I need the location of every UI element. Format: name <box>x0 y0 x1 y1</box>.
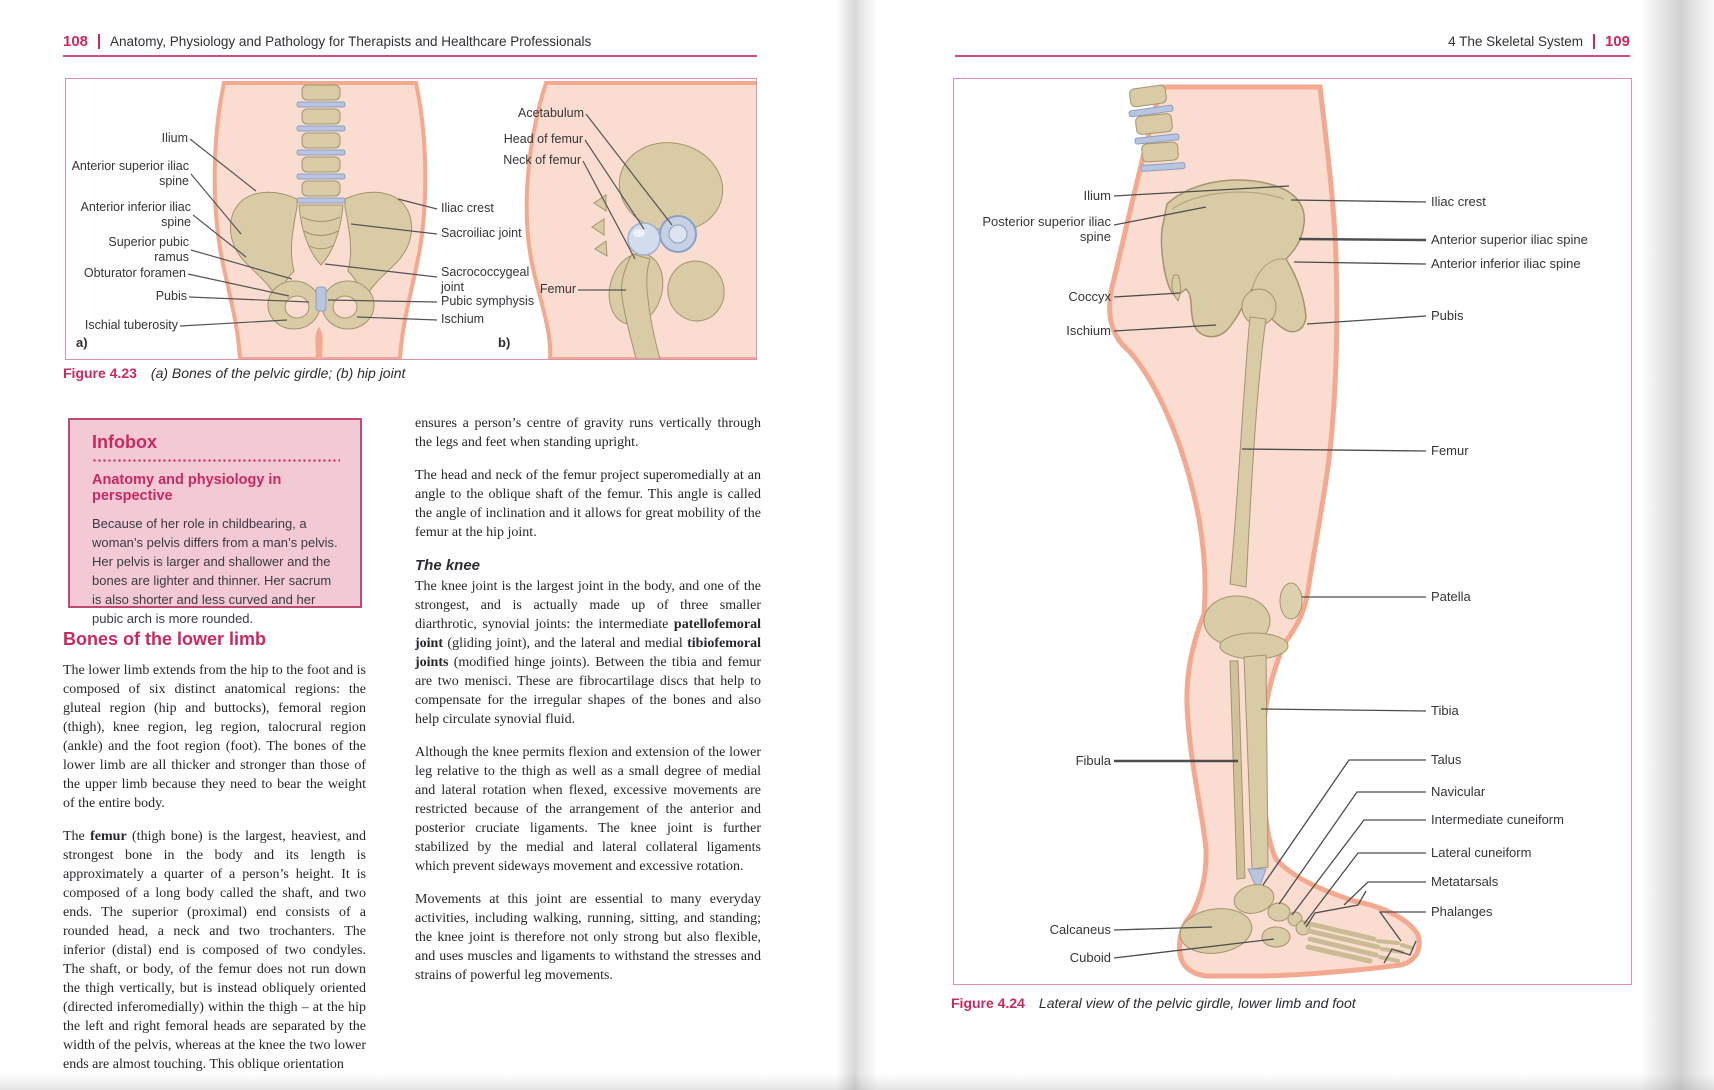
figure-4-24-caption-text: Lateral view of the pelvic girdle, lower… <box>1038 995 1356 1011</box>
label-424-tibia: Tibia <box>1431 703 1459 718</box>
infobox-body: Because of her role in childbearing, a w… <box>92 516 338 626</box>
page-bottom-shadow <box>0 1074 1714 1090</box>
paragraph-centre-of-gravity: ensures a person’s centre of gravity run… <box>415 416 761 450</box>
label-424-patella: Patella <box>1431 589 1471 604</box>
paragraph-knee-ligaments: Although the knee permits flexion and ex… <box>415 745 761 874</box>
header-divider <box>98 34 101 49</box>
label-424-ischium: Ischium <box>1066 323 1111 338</box>
hip-joint-illustration <box>524 81 756 359</box>
infobox-dotted-rule <box>92 459 340 462</box>
label-424-fibula: Fibula <box>1075 753 1111 768</box>
page-edge-shadow <box>1640 0 1714 1090</box>
left-page-number: 108 <box>63 33 89 50</box>
label-obturator-foramen: Obturator foramen <box>83 266 186 280</box>
label-sacroiliac-joint: Sacroiliac joint <box>441 226 522 240</box>
infobox-subtitle: Anatomy and physiology in perspective <box>92 472 282 504</box>
panel-letter-b: b) <box>498 335 511 350</box>
label-424-cuboid: Cuboid <box>1069 950 1111 965</box>
label-ischium: Ischium <box>441 312 485 326</box>
label-anterior-inferior-iliac-spine: Anterior inferior iliac spine <box>80 200 191 229</box>
label-424-intermediate-cuneiform: Intermediate cuneiform <box>1431 812 1564 827</box>
label-424-anterior-inferior-iliac-spine: Anterior inferior iliac spine <box>1431 256 1581 271</box>
label-424-posterior-superior-iliac-spine: Posterior superior iliac spine <box>982 214 1111 244</box>
paragraph-femur: The femur (thigh bone) is the largest, h… <box>63 829 367 1072</box>
right-page-number: 109 <box>1604 33 1630 50</box>
label-424-navicular: Navicular <box>1431 784 1486 799</box>
paragraph-lower-limb: The lower limb extends from the hip to t… <box>63 663 366 811</box>
figure-4-23-caption-text: (a) Bones of the pelvic girdle; (b) hip … <box>150 365 406 381</box>
lateral-leg-illustration <box>1107 84 1422 979</box>
label-424-ilium: Ilium <box>1083 188 1111 203</box>
figure-4-23: Ilium Anterior superior iliac spine Ante… <box>65 78 757 360</box>
left-running-head: 108 Anatomy, Physiology and Pathology for… <box>63 33 591 55</box>
figure-4-24-art <box>1107 84 1427 979</box>
label-iliac-crest: Iliac crest <box>441 201 494 215</box>
right-header-rule <box>955 55 1630 57</box>
right-chapter-title: 4 The Skeletal System <box>1448 34 1583 49</box>
label-424-anterior-superior-iliac-spine: Anterior superior iliac spine <box>1431 232 1588 247</box>
label-femur-b: Femur <box>539 282 576 296</box>
leader-lines-424 <box>1113 185 1427 964</box>
paragraph-knee-joints: The knee joint is the largest joint in t… <box>415 579 761 727</box>
label-424-lateral-cuneiform: Lateral cuneiform <box>1431 845 1532 860</box>
label-424-phalanges: Phalanges <box>1431 904 1493 919</box>
figure-4-24-caption: Figure 4.24 Lateral view of the pelvic gi… <box>951 995 1356 1011</box>
figure-4-24: Ilium Posterior superior iliac spine Coc… <box>953 78 1632 985</box>
pelvis-front-illustration <box>212 81 428 359</box>
left-header-rule <box>63 55 757 57</box>
figure-4-23-art <box>179 81 756 359</box>
paragraph-angle-of-inclination: The head and neck of the femur project s… <box>415 468 761 540</box>
panel-letter-a: a) <box>76 335 88 350</box>
label-superior-pubic-ramus: Superior pubic ramus <box>108 235 189 264</box>
label-424-femur: Femur <box>1431 443 1469 458</box>
label-acetabulum: Acetabulum <box>517 106 584 120</box>
leader-lines <box>179 113 673 327</box>
label-424-calcaneus: Calcaneus <box>1049 922 1111 937</box>
label-424-pubis: Pubis <box>1431 308 1464 323</box>
label-head-of-femur: Head of femur <box>503 132 583 146</box>
section-heading: Bones of the lower limb <box>63 629 267 649</box>
paragraph-knee-movements: Movements at this joint are essential to… <box>415 892 761 983</box>
left-running-title: Anatomy, Physiology and Pathology for Th… <box>110 34 592 49</box>
label-ischial-tuberosity: Ischial tuberosity <box>84 318 178 332</box>
header-divider-right <box>1592 34 1595 49</box>
label-neck-of-femur: Neck of femur <box>503 153 581 167</box>
label-sacrococcygeal-joint: Sacrococcygeal joint <box>441 265 530 294</box>
label-424-talus: Talus <box>1431 752 1462 767</box>
figure-4-24-caption-label: Figure 4.24 <box>951 995 1025 1011</box>
label-pubic-symphysis: Pubic symphysis <box>441 294 535 308</box>
figure-4-23-caption-label: Figure 4.23 <box>63 365 137 381</box>
label-ilium: Ilium <box>161 131 188 145</box>
label-424-iliac-crest: Iliac crest <box>1431 194 1486 209</box>
label-424-coccyx: Coccyx <box>1068 289 1111 304</box>
right-running-head: 4 The Skeletal System 109 <box>955 33 1630 55</box>
label-424-metatarsals: Metatarsals <box>1431 874 1499 889</box>
left-column-1: Bones of the lower limb The lower limb e… <box>63 630 366 1088</box>
label-anterior-superior-iliac-spine: Anterior superior iliac spine <box>71 159 189 188</box>
figure-4-23-caption: Figure 4.23 (a) Bones of the pelvic girdl… <box>63 365 405 381</box>
infobox: Infobox Anatomy and physiology in perspe… <box>68 418 362 626</box>
infobox-title: Infobox <box>92 432 157 452</box>
left-column-2: ensures a person’s centre of gravity run… <box>415 414 761 999</box>
page-gutter-shadow <box>836 0 878 1090</box>
label-pubis: Pubis <box>155 289 187 303</box>
knee-subheading: The knee <box>415 557 481 574</box>
